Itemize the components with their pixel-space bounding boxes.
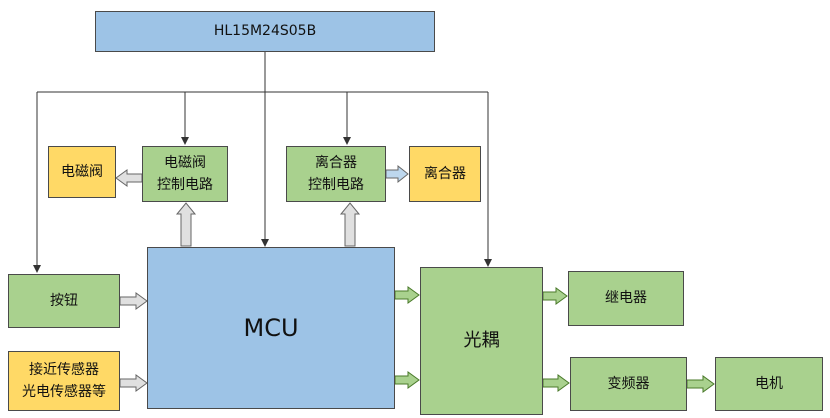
mcu-to-solenoid-ctrl-arrow	[175, 202, 197, 247]
power-module-block: HL15M24S05B	[95, 11, 435, 52]
motor-block: 电机	[715, 357, 823, 411]
solenoid-valve-block: 电磁阀	[48, 146, 116, 198]
sensors-block: 接近传感器 光电传感器等	[8, 351, 120, 411]
solenoid-valve-label: 电磁阀	[61, 163, 103, 180]
optocoupler-to-relay-arrow	[542, 287, 568, 305]
relay-label: 继电器	[605, 290, 647, 307]
button-label: 按钮	[50, 292, 78, 309]
sensors-to-mcu-arrow	[119, 374, 148, 392]
optocoupler-label: 光耦	[463, 329, 500, 351]
clutch-label: 离合器	[424, 165, 466, 182]
optocoupler-to-inverter-arrow	[542, 374, 570, 392]
clutch-control-circuit-label: 离合器 控制电路	[308, 154, 364, 193]
mcu-to-clutch-ctrl-arrow	[339, 202, 361, 247]
inverter-block: 变频器	[570, 357, 687, 411]
clutch-ctrl-to-clutch-arrow	[385, 164, 409, 184]
button-to-mcu-arrow	[119, 292, 148, 310]
inverter-to-motor-arrow	[686, 375, 715, 393]
power-module-label: HL15M24S05B	[213, 23, 317, 40]
mcu-label: MCU	[243, 313, 299, 342]
mcu-to-optocoupler-arrow-top	[394, 286, 420, 304]
mcu-block: MCU	[147, 247, 395, 409]
button-block: 按钮	[8, 274, 120, 328]
solenoid-control-circuit-label: 电磁阀 控制电路	[157, 154, 213, 193]
optocoupler-block: 光耦	[420, 267, 543, 415]
clutch-block: 离合器	[409, 146, 481, 202]
solenoid-control-circuit-block: 电磁阀 控制电路	[142, 146, 228, 202]
inverter-label: 变频器	[607, 375, 650, 392]
motor-label: 电机	[755, 375, 783, 392]
clutch-control-circuit-block: 离合器 控制电路	[286, 146, 386, 202]
solenoid-ctrl-to-valve-arrow	[115, 169, 143, 187]
sensors-label: 接近传感器 光电传感器等	[22, 361, 106, 400]
mcu-to-optocoupler-arrow-bottom	[394, 371, 420, 389]
relay-block: 继电器	[568, 271, 684, 326]
